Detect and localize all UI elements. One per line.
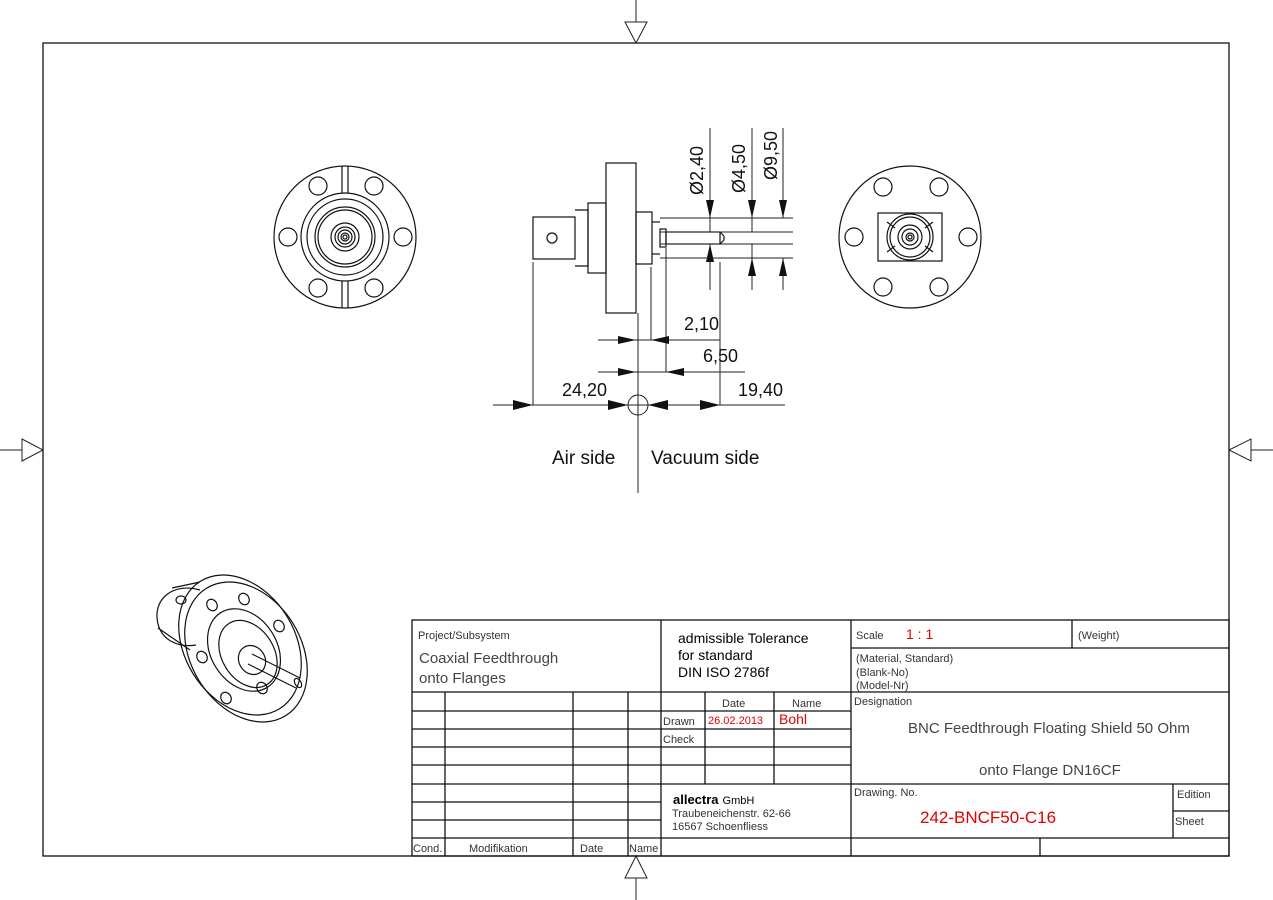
- tolerance-line1: admissible Tolerance: [678, 630, 809, 646]
- side-view: [532, 162, 725, 314]
- dim-len2: 6,50: [703, 346, 738, 366]
- company-suffix: GmbH: [723, 795, 755, 807]
- sheet-label: Sheet: [1175, 816, 1204, 828]
- model-label: (Model-Nr): [856, 680, 909, 692]
- dim-len1: 2,10: [684, 314, 719, 334]
- company-logo: allectra: [673, 792, 719, 807]
- bottom-name-label: Name: [629, 843, 658, 855]
- dim-len-vac: 19,40: [738, 380, 783, 400]
- project-line1: Coaxial Feedthrough: [419, 650, 558, 667]
- dimension-arrows: [513, 200, 787, 410]
- modifikation-label: Modifikation: [469, 843, 528, 855]
- drawn-name: Bohl: [779, 711, 807, 727]
- project-line2: onto Flanges: [419, 670, 506, 687]
- designation-line1: BNC Feedthrough Floating Shield 50 Ohm: [908, 720, 1190, 737]
- drawn-date: 26.02.2013: [708, 715, 763, 727]
- weight-label: (Weight): [1078, 630, 1119, 642]
- vacuum-side-label: Vacuum side: [651, 448, 759, 469]
- blank-label: (Blank-No): [856, 667, 909, 679]
- drawn-label: Drawn: [663, 716, 695, 728]
- tolerance-line2: for standard: [678, 647, 753, 663]
- check-label: Check: [663, 734, 695, 746]
- scale-value: 1 : 1: [906, 626, 933, 642]
- dim-d2: Ø4,50: [729, 144, 749, 193]
- company-city: 16567 Schoenfliess: [672, 821, 769, 833]
- drawing-no-label: Drawing. No.: [854, 787, 918, 799]
- drawing-no: 242-BNCF50-C16: [920, 808, 1056, 827]
- flange-view-vacuum-side: [838, 165, 982, 309]
- bottom-date-label: Date: [580, 843, 603, 855]
- name-header: Name: [792, 698, 821, 710]
- title-block-grid: [411, 619, 1230, 857]
- tolerance-line3: DIN ISO 2786f: [678, 664, 769, 680]
- cond-label: Cond.: [413, 843, 442, 855]
- designation-line2: onto Flange DN16CF: [979, 762, 1121, 779]
- scale-label: Scale: [856, 630, 884, 642]
- company-name: allectra GmbH: [673, 792, 754, 807]
- air-side-label: Air side: [552, 448, 615, 469]
- date-header: Date: [722, 698, 745, 710]
- project-label: Project/Subsystem: [418, 630, 510, 642]
- isometric-view: [156, 574, 308, 723]
- dim-d1: Ø2,40: [687, 146, 707, 195]
- dim-len-air: 24,20: [562, 380, 607, 400]
- flange-view-air-side: [273, 165, 417, 309]
- designation-label: Designation: [854, 696, 912, 708]
- material-label: (Material, Standard): [856, 653, 953, 665]
- dim-d3: Ø9,50: [761, 131, 781, 180]
- edition-label: Edition: [1177, 789, 1211, 801]
- company-street: Traubeneichenstr. 62-66: [672, 808, 791, 820]
